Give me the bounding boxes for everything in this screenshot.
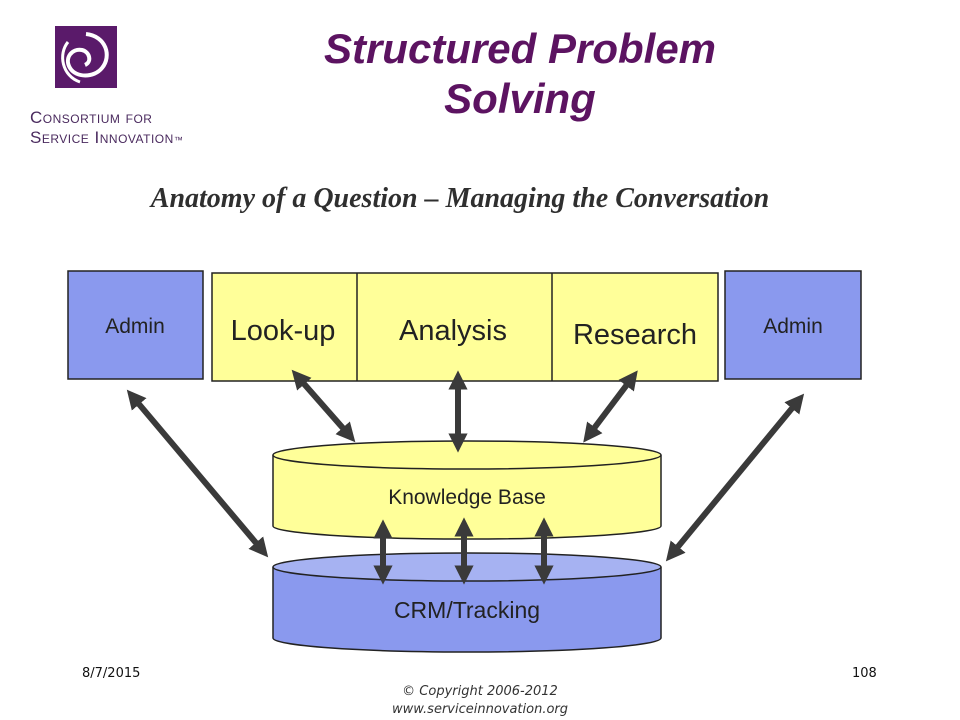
logo-swirl-icon bbox=[55, 26, 117, 88]
admin-left-label: Admin bbox=[105, 315, 165, 338]
copyright-text: © Copyright 2006-2012 bbox=[402, 684, 558, 699]
logo-text-line2-label: Service Innovation bbox=[30, 128, 174, 147]
research-label: Research bbox=[573, 319, 697, 351]
title-line-1: Structured Problem bbox=[323, 25, 717, 72]
title-line-2: Solving bbox=[444, 75, 596, 122]
crm-tracking-label: CRM/Tracking bbox=[394, 597, 540, 623]
logo-text-line2: Service Innovation™ bbox=[30, 128, 183, 148]
lookup-label: Look-up bbox=[231, 315, 336, 347]
admin-right-label: Admin bbox=[763, 315, 823, 338]
footer-copyright: © Copyright 2006-2012 www.serviceinnovat… bbox=[330, 683, 630, 719]
admin-right-box bbox=[724, 270, 862, 380]
knowledge-base-cylinder bbox=[272, 440, 662, 540]
footer-date: 8/7/2015 bbox=[82, 666, 141, 681]
admin-left-box bbox=[67, 270, 204, 380]
arrow-research-to-kb bbox=[583, 370, 638, 443]
analysis-label: Analysis bbox=[399, 315, 507, 347]
arrow-lookup-to-kb bbox=[291, 369, 356, 443]
arrow-admin-left-to-crm bbox=[126, 389, 269, 558]
knowledge-base-label: Knowledge Base bbox=[388, 486, 546, 509]
page-title: Structured Problem Solving bbox=[240, 24, 800, 124]
trademark-symbol: ™ bbox=[173, 135, 184, 145]
logo-text-line1: Consortium for bbox=[30, 108, 153, 127]
logo: Consortium for Service Innovation™ bbox=[10, 22, 200, 147]
arrow-admin-right-to-crm bbox=[665, 393, 805, 562]
diagram-subtitle: Anatomy of a Question – Managing the Con… bbox=[150, 183, 770, 214]
page-number: 108 bbox=[852, 666, 877, 681]
website-text: www.serviceinnovation.org bbox=[391, 702, 569, 717]
